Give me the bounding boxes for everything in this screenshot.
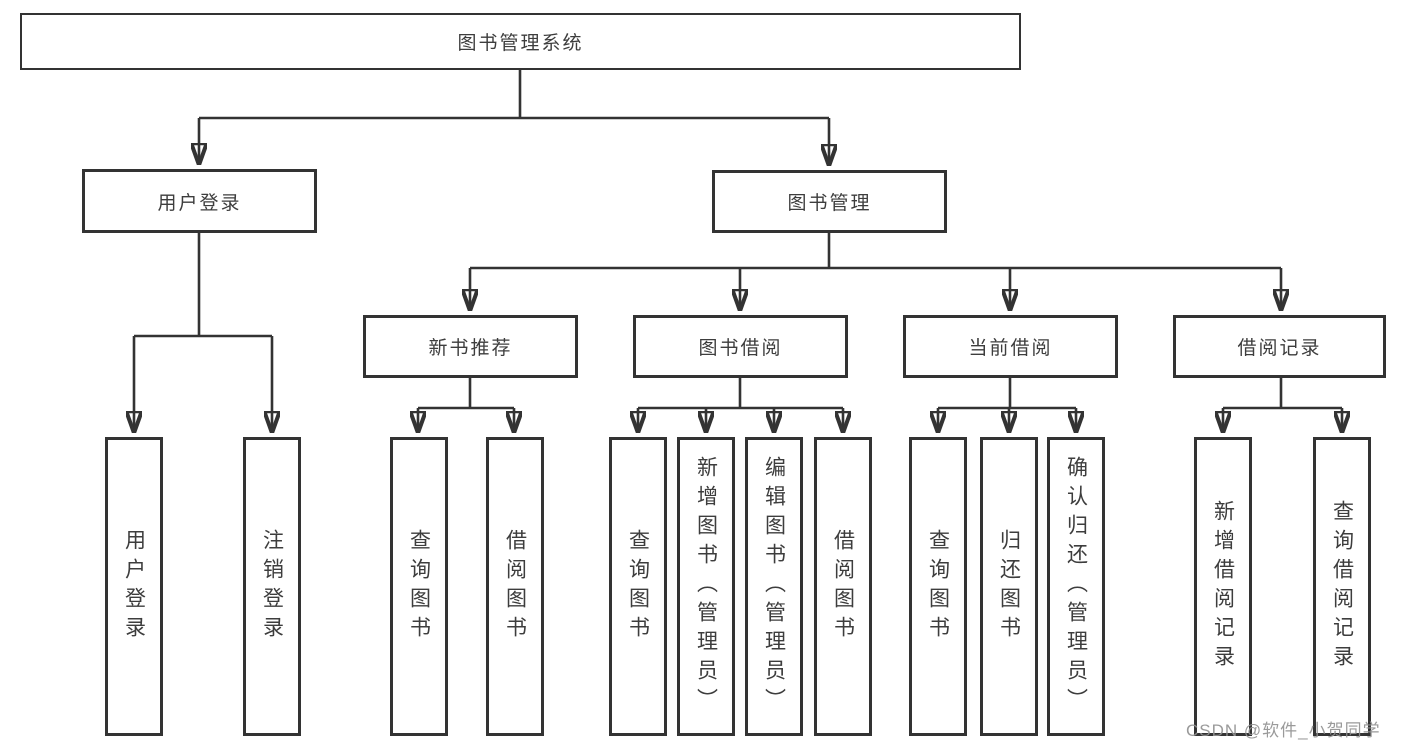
leaf-user-login: 用户登录 <box>105 437 163 736</box>
node-label: 编辑图书（管理员） <box>762 456 786 717</box>
node-label: 图书借阅 <box>698 338 783 359</box>
node-label: 图书管理 <box>787 193 872 214</box>
node-book-management: 图书管理 <box>712 170 947 233</box>
leaf-logout: 注销登录 <box>243 437 301 736</box>
node-user-login: 用户登录 <box>82 169 317 233</box>
node-label: 新增图书（管理员） <box>694 456 718 717</box>
watermark: CSDN @软件_小贺同学 <box>1186 721 1381 740</box>
node-book-borrow: 图书借阅 <box>633 315 848 378</box>
node-label: 借阅图书 <box>503 528 527 645</box>
connector-trunks <box>134 70 1342 410</box>
node-borrow-records: 借阅记录 <box>1173 315 1386 378</box>
leaf-borrow-books-recommend: 借阅图书 <box>486 437 544 736</box>
node-label: 借阅图书 <box>831 528 855 645</box>
leaf-confirm-return-admin: 确认归还（管理员） <box>1047 437 1105 736</box>
leaf-query-borrow-record: 查询借阅记录 <box>1313 437 1371 736</box>
node-label: 图书管理系统 <box>457 33 584 54</box>
leaf-query-books-recommend: 查询图书 <box>390 437 448 736</box>
leaf-query-books-borrow: 查询图书 <box>609 437 667 736</box>
node-label: 用户登录 <box>122 528 146 645</box>
leaf-query-books-current: 查询图书 <box>909 437 967 736</box>
node-library-management-system: 图书管理系统 <box>20 13 1021 70</box>
node-label: 用户登录 <box>157 192 242 214</box>
node-label: 注销登录 <box>260 528 284 645</box>
node-label: 查询借阅记录 <box>1330 499 1354 674</box>
node-label: 查询图书 <box>407 528 431 645</box>
node-label: 查询图书 <box>926 528 950 645</box>
connector-arrows <box>134 118 1342 433</box>
node-new-book-recommend: 新书推荐 <box>363 315 578 378</box>
leaf-add-book-admin: 新增图书（管理员） <box>677 437 735 736</box>
node-label: 确认归还（管理员） <box>1064 456 1088 717</box>
node-label: 查询图书 <box>626 528 650 645</box>
node-label: 新书推荐 <box>428 338 513 359</box>
node-current-borrow: 当前借阅 <box>903 315 1118 378</box>
node-label: 借阅记录 <box>1237 338 1322 359</box>
node-label: 当前借阅 <box>968 338 1053 359</box>
node-label: 新增借阅记录 <box>1211 499 1235 674</box>
node-label: 归还图书 <box>997 528 1021 645</box>
leaf-borrow-books: 借阅图书 <box>814 437 872 736</box>
leaf-return-book: 归还图书 <box>980 437 1038 736</box>
leaf-add-borrow-record: 新增借阅记录 <box>1194 437 1252 736</box>
leaf-edit-book-admin: 编辑图书（管理员） <box>745 437 803 736</box>
